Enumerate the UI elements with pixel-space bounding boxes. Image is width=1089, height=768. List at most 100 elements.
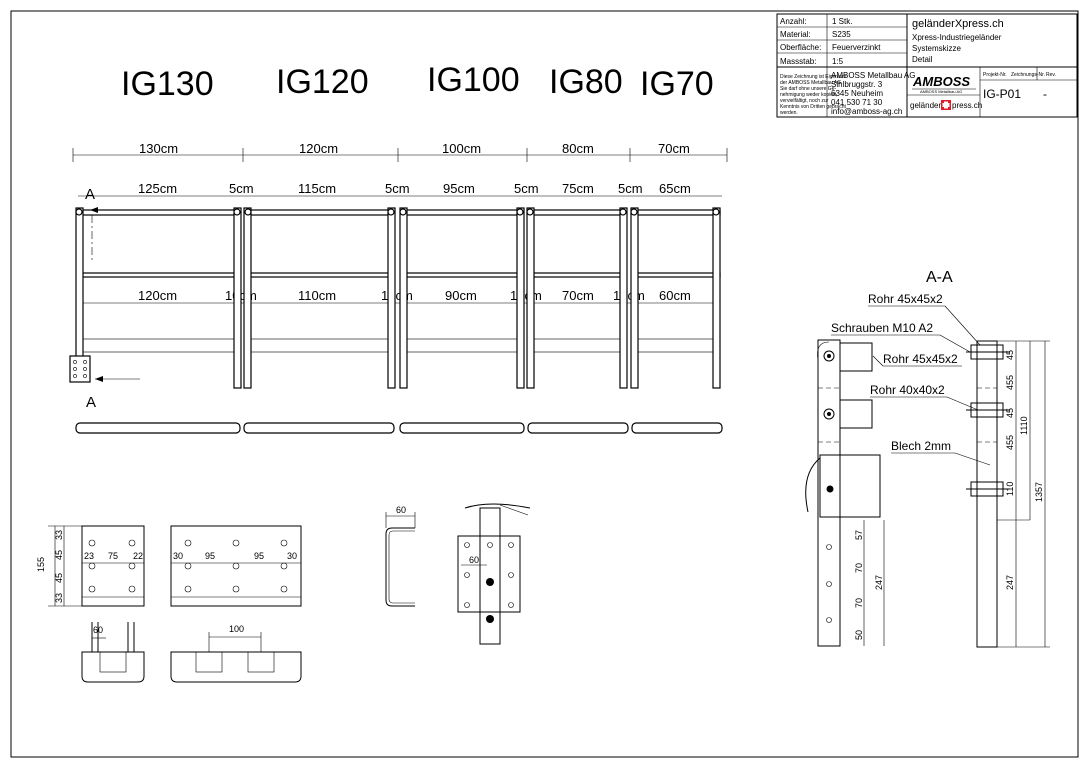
dim-115cm: 115cm bbox=[298, 181, 336, 196]
section-title: A-A bbox=[926, 269, 953, 286]
dim-5cm: 5cm bbox=[229, 181, 254, 196]
company-address: AMBOSS Metallbau AG Sihlbruggstr. 3 6345… bbox=[831, 71, 915, 116]
railing-top-view bbox=[75, 422, 723, 434]
dim-90cm: 90cm bbox=[445, 288, 477, 303]
svg-text:werden.: werden. bbox=[780, 110, 798, 116]
dim-95cm: 95cm bbox=[443, 181, 475, 196]
dim-65cm: 65cm bbox=[659, 181, 691, 196]
svg-text:75: 75 bbox=[108, 551, 118, 561]
dim-10cm: 10cm bbox=[613, 288, 645, 303]
bracket-profile: 60 bbox=[385, 505, 416, 607]
svg-text:110: 110 bbox=[1005, 482, 1015, 496]
revision: - bbox=[1043, 87, 1047, 101]
project-label: Projekt-Nr. bbox=[983, 72, 1007, 78]
svg-text:30: 30 bbox=[173, 551, 183, 561]
drawing-number: IG-P01 bbox=[983, 87, 1021, 101]
dim-130cm: 130cm bbox=[139, 141, 178, 156]
field-label-anzahl: Anzahl: bbox=[780, 17, 807, 26]
svg-text:22: 22 bbox=[133, 551, 143, 561]
svg-text:45: 45 bbox=[1005, 408, 1015, 418]
callout-rohr-45x45x2-mid: Rohr 45x45x2 bbox=[883, 352, 958, 366]
svg-text:70: 70 bbox=[854, 563, 864, 573]
svg-text:45: 45 bbox=[54, 550, 64, 560]
railing-front-view: A A bbox=[69, 186, 721, 411]
drawing-type: Systemskizze bbox=[912, 44, 961, 53]
svg-text:23: 23 bbox=[84, 551, 94, 561]
dim-10cm: 10cm bbox=[381, 288, 413, 303]
svg-text:info@amboss-ag.ch: info@amboss-ag.ch bbox=[831, 107, 902, 116]
dim-120cm: 120cm bbox=[299, 141, 338, 156]
drawing-border bbox=[10, 10, 1079, 758]
dim-5cm: 5cm bbox=[618, 181, 643, 196]
svg-text:247: 247 bbox=[1005, 575, 1015, 590]
model-title-ig130: IG130 bbox=[121, 65, 214, 103]
plate-bottom-views: 60 100 bbox=[81, 622, 302, 683]
svg-text:AMBOSS Metallbau AG: AMBOSS Metallbau AG bbox=[920, 89, 962, 94]
model-title-ig80: IG80 bbox=[549, 63, 623, 101]
dim-120cm: 120cm bbox=[138, 288, 177, 303]
field-label-material: Material: bbox=[780, 30, 811, 39]
dim-75cm: 75cm bbox=[562, 181, 594, 196]
section-callouts: Rohr 45x45x2 Schrauben M10 A2 Rohr 45x45… bbox=[831, 292, 991, 466]
svg-text:AMBOSS: AMBOSS bbox=[912, 74, 970, 89]
model-title-ig70: IG70 bbox=[640, 65, 714, 103]
dim-10cm: 10cm bbox=[510, 288, 542, 303]
field-value-massstab: 1:5 bbox=[832, 57, 844, 66]
svg-text:33: 33 bbox=[54, 593, 64, 603]
field-value-anzahl: 1 Stk. bbox=[832, 17, 852, 26]
post-base-connection: 60 bbox=[457, 503, 531, 645]
callout-schrauben-m10: Schrauben M10 A2 bbox=[831, 321, 933, 335]
dim-70cm: 70cm bbox=[658, 141, 690, 156]
svg-text:455: 455 bbox=[1005, 375, 1015, 390]
model-title-ig120: IG120 bbox=[276, 63, 369, 101]
svg-text:30: 30 bbox=[287, 551, 297, 561]
svg-text:247: 247 bbox=[874, 575, 884, 590]
dim-125cm: 125cm bbox=[138, 181, 177, 196]
dimension-chain-top: 130cm 120cm 100cm 80cm 70cm bbox=[72, 141, 728, 162]
model-titles: IG130 IG120 IG100 IG80 IG70 bbox=[121, 61, 714, 103]
title-block: Anzahl: 1 Stk. Material: S235 Oberfläche… bbox=[776, 13, 1078, 118]
dim-60-post: 60 bbox=[469, 555, 479, 565]
detail-label: Detail bbox=[912, 55, 933, 64]
dim-5cm: 5cm bbox=[385, 181, 410, 196]
dim-60-bottom: 60 bbox=[93, 625, 103, 635]
dim-80cm: 80cm bbox=[562, 141, 594, 156]
svg-text:Kenntnis von Dritten gebracht: Kenntnis von Dritten gebracht bbox=[780, 104, 846, 110]
base-plate-small: 155 33 45 45 33 23 75 22 bbox=[36, 525, 145, 607]
svg-text:45: 45 bbox=[54, 573, 64, 583]
svg-text:der AMBOSS Metallbau AG.: der AMBOSS Metallbau AG. bbox=[780, 80, 843, 86]
svg-text:455: 455 bbox=[1005, 435, 1015, 450]
callout-rohr-40x40x2: Rohr 40x40x2 bbox=[870, 383, 945, 397]
dim-100: 100 bbox=[229, 624, 244, 634]
rev-label: Rev. bbox=[1046, 72, 1056, 78]
svg-text:57: 57 bbox=[854, 530, 864, 540]
section-mark-top: A bbox=[85, 186, 95, 203]
dim-60-bracket: 60 bbox=[396, 505, 406, 515]
field-label-massstab: Massstab: bbox=[780, 57, 816, 66]
dim-70cm: 70cm bbox=[562, 288, 594, 303]
gelaenderxpress-logo: geländer press.ch bbox=[910, 100, 982, 110]
dim-5cm: 5cm bbox=[514, 181, 539, 196]
drawing-no-label: Zeichnungs-Nr. bbox=[1011, 72, 1045, 78]
field-label-oberflaeche: Oberfläche: bbox=[780, 43, 821, 52]
dim-110cm: 110cm bbox=[298, 288, 336, 303]
svg-text:Sie darf ohne unsere Ge-: Sie darf ohne unsere Ge- bbox=[780, 86, 836, 92]
field-value-material: S235 bbox=[832, 30, 851, 39]
svg-text:6345 Neuheim: 6345 Neuheim bbox=[831, 89, 883, 98]
amboss-logo: AMBOSS AMBOSS Metallbau AG bbox=[912, 74, 976, 94]
dim-155: 155 bbox=[36, 557, 46, 572]
svg-text:vervielfältigt, noch zur: vervielfältigt, noch zur bbox=[780, 98, 829, 104]
svg-text:33: 33 bbox=[54, 530, 64, 540]
copyright-notice: Diese Zeichnung ist Eigentum der AMBOSS … bbox=[780, 74, 846, 116]
svg-text:1110: 1110 bbox=[1019, 416, 1029, 435]
svg-text:geländer: geländer bbox=[910, 101, 941, 110]
svg-text:041 530 71 30: 041 530 71 30 bbox=[831, 98, 883, 107]
section-view-left: 57 70 70 50 247 bbox=[805, 339, 885, 647]
section-mark-bottom: A bbox=[86, 394, 96, 411]
svg-text:AMBOSS Metallbau AG: AMBOSS Metallbau AG bbox=[831, 71, 915, 80]
field-value-oberflaeche: Feuerverzinkt bbox=[832, 43, 881, 52]
dim-60cm: 60cm bbox=[659, 288, 691, 303]
model-title-ig100: IG100 bbox=[427, 61, 520, 99]
svg-text:nehmigung weder kopiert,: nehmigung weder kopiert, bbox=[780, 92, 838, 98]
